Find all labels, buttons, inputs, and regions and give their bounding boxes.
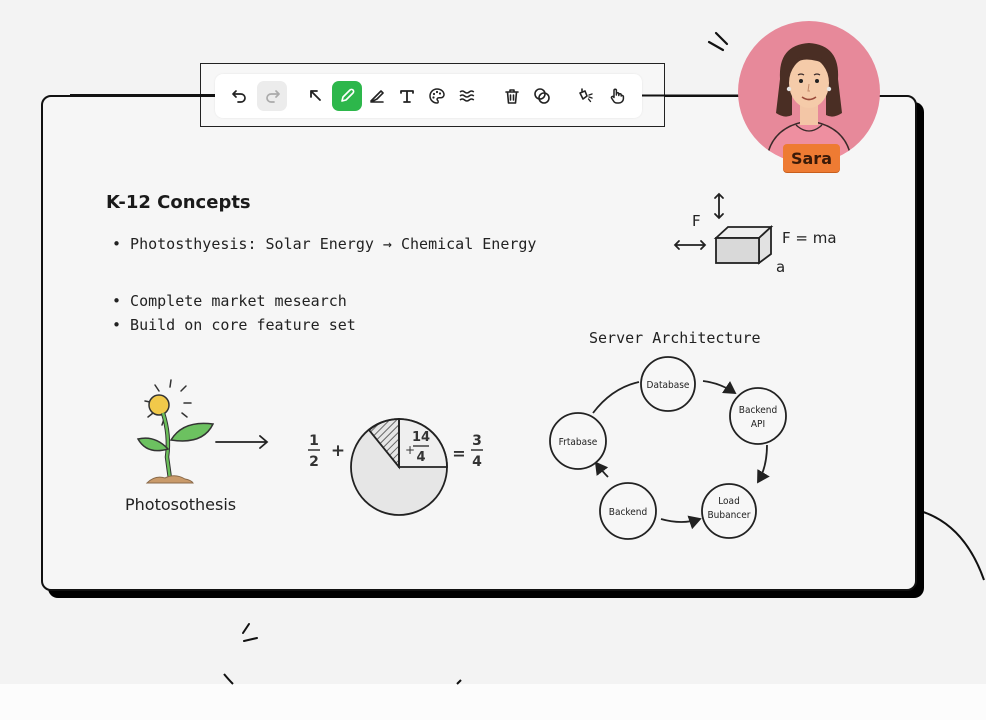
- arrow-right-icon: [215, 435, 269, 449]
- delete-button[interactable]: [497, 81, 527, 111]
- plant-illustration: [136, 379, 269, 484]
- bottom-strip: [0, 684, 986, 720]
- doodle-tick: [243, 637, 258, 642]
- fraction-diagram: 1 2 + + 14 4 = 3 4: [308, 418, 483, 516]
- pen-tool-button[interactable]: [332, 81, 362, 111]
- pie-quarter: [398, 418, 448, 468]
- node-label: Bubancer: [708, 510, 751, 521]
- doodle-tick: [242, 623, 250, 634]
- whiteboard-canvas[interactable]: [41, 95, 917, 591]
- overlapping-circles-icon: [534, 88, 550, 104]
- color-picker-button[interactable]: [422, 81, 452, 111]
- redo-icon: [266, 90, 280, 103]
- node-label: Frtabase: [559, 437, 598, 448]
- redo-button[interactable]: [257, 81, 287, 111]
- plant-caption: Photosothesis: [125, 495, 237, 514]
- force-equation: F = ma: [782, 229, 837, 247]
- node-backend-api[interactable]: [729, 387, 787, 445]
- leaf-right: [169, 422, 215, 442]
- bullet-item: • Complete market mesearch: [112, 292, 347, 310]
- drawing-toolbar: [215, 74, 642, 118]
- doodle-tick: [714, 31, 729, 46]
- shapes-tool-button[interactable]: [527, 81, 557, 111]
- text-tool-button[interactable]: [392, 81, 422, 111]
- force-diagram: F F = ma a: [673, 192, 837, 276]
- pencil-icon: [341, 88, 355, 102]
- stroke-style-button[interactable]: [452, 81, 482, 111]
- fraction-denominator: 2: [309, 454, 319, 470]
- result-numerator: 3: [472, 433, 482, 449]
- laser-pointer-button[interactable]: [571, 81, 601, 111]
- architecture-title: Server Architecture: [589, 329, 761, 347]
- pie-hatched-slice: [367, 418, 400, 470]
- sun-flower-icon: [148, 394, 170, 416]
- equals-sign: =: [452, 444, 465, 463]
- flow-arrow: [702, 380, 737, 394]
- laser-pointer-icon: [579, 88, 593, 103]
- flow-arrow: [757, 444, 770, 484]
- flow-arrow: [660, 515, 702, 530]
- architecture-diagram: Database Backend API Load Bubancer Backe…: [549, 356, 787, 540]
- flow-arrow: [594, 461, 609, 478]
- section-heading: K-12 Concepts: [106, 192, 251, 213]
- plus-sign: +: [331, 441, 345, 461]
- bullet-item: • Build on core feature set: [112, 316, 356, 334]
- participant-name-tag: Sara: [783, 144, 840, 172]
- select-tool-button[interactable]: [301, 81, 331, 111]
- doodle-tick: [707, 40, 725, 52]
- leaf-left: [136, 437, 170, 452]
- wavy-lines-icon: [459, 90, 475, 102]
- palette-icon: [429, 88, 445, 104]
- node-frtabase[interactable]: [549, 412, 607, 470]
- undo-button[interactable]: [225, 81, 255, 111]
- trash-icon: [505, 89, 519, 104]
- node-label: Backend: [739, 405, 777, 416]
- cube-shape: [713, 224, 774, 265]
- node-backend[interactable]: [599, 482, 657, 540]
- acceleration-label: a: [776, 258, 785, 276]
- pie-denominator: 4: [416, 450, 425, 465]
- soil: [145, 475, 194, 484]
- flow-line: [592, 381, 640, 414]
- pan-tool-button[interactable]: [602, 81, 632, 111]
- highlighter-icon: [370, 90, 384, 103]
- undo-icon: [232, 90, 246, 103]
- bullet-item: • Photosthyesis: Solar Energy → Chemical…: [112, 235, 537, 253]
- node-load-balancer[interactable]: [701, 483, 757, 539]
- node-label: Load: [718, 496, 740, 507]
- pie-plus-sign: +: [405, 443, 415, 457]
- force-label: F: [692, 212, 701, 230]
- result-denominator: 4: [472, 454, 482, 470]
- hand-icon: [610, 88, 625, 104]
- node-label: API: [751, 419, 765, 430]
- pointer-arrow-icon: [310, 90, 321, 101]
- avatar-illustration: [765, 43, 853, 163]
- text-icon: [400, 90, 414, 103]
- vertical-arrow-icon: [714, 192, 724, 220]
- node-label: Backend: [609, 507, 647, 518]
- horizontal-arrow-icon: [673, 240, 707, 250]
- pie-numerator: 14: [412, 430, 430, 445]
- fraction-numerator: 1: [309, 433, 319, 449]
- doodle-tick: [456, 679, 462, 685]
- participant-avatar[interactable]: [738, 21, 880, 163]
- highlighter-tool-button[interactable]: [362, 81, 392, 111]
- node-label: Database: [647, 380, 690, 391]
- node-database[interactable]: [640, 356, 696, 412]
- doodle-curve: [223, 673, 234, 685]
